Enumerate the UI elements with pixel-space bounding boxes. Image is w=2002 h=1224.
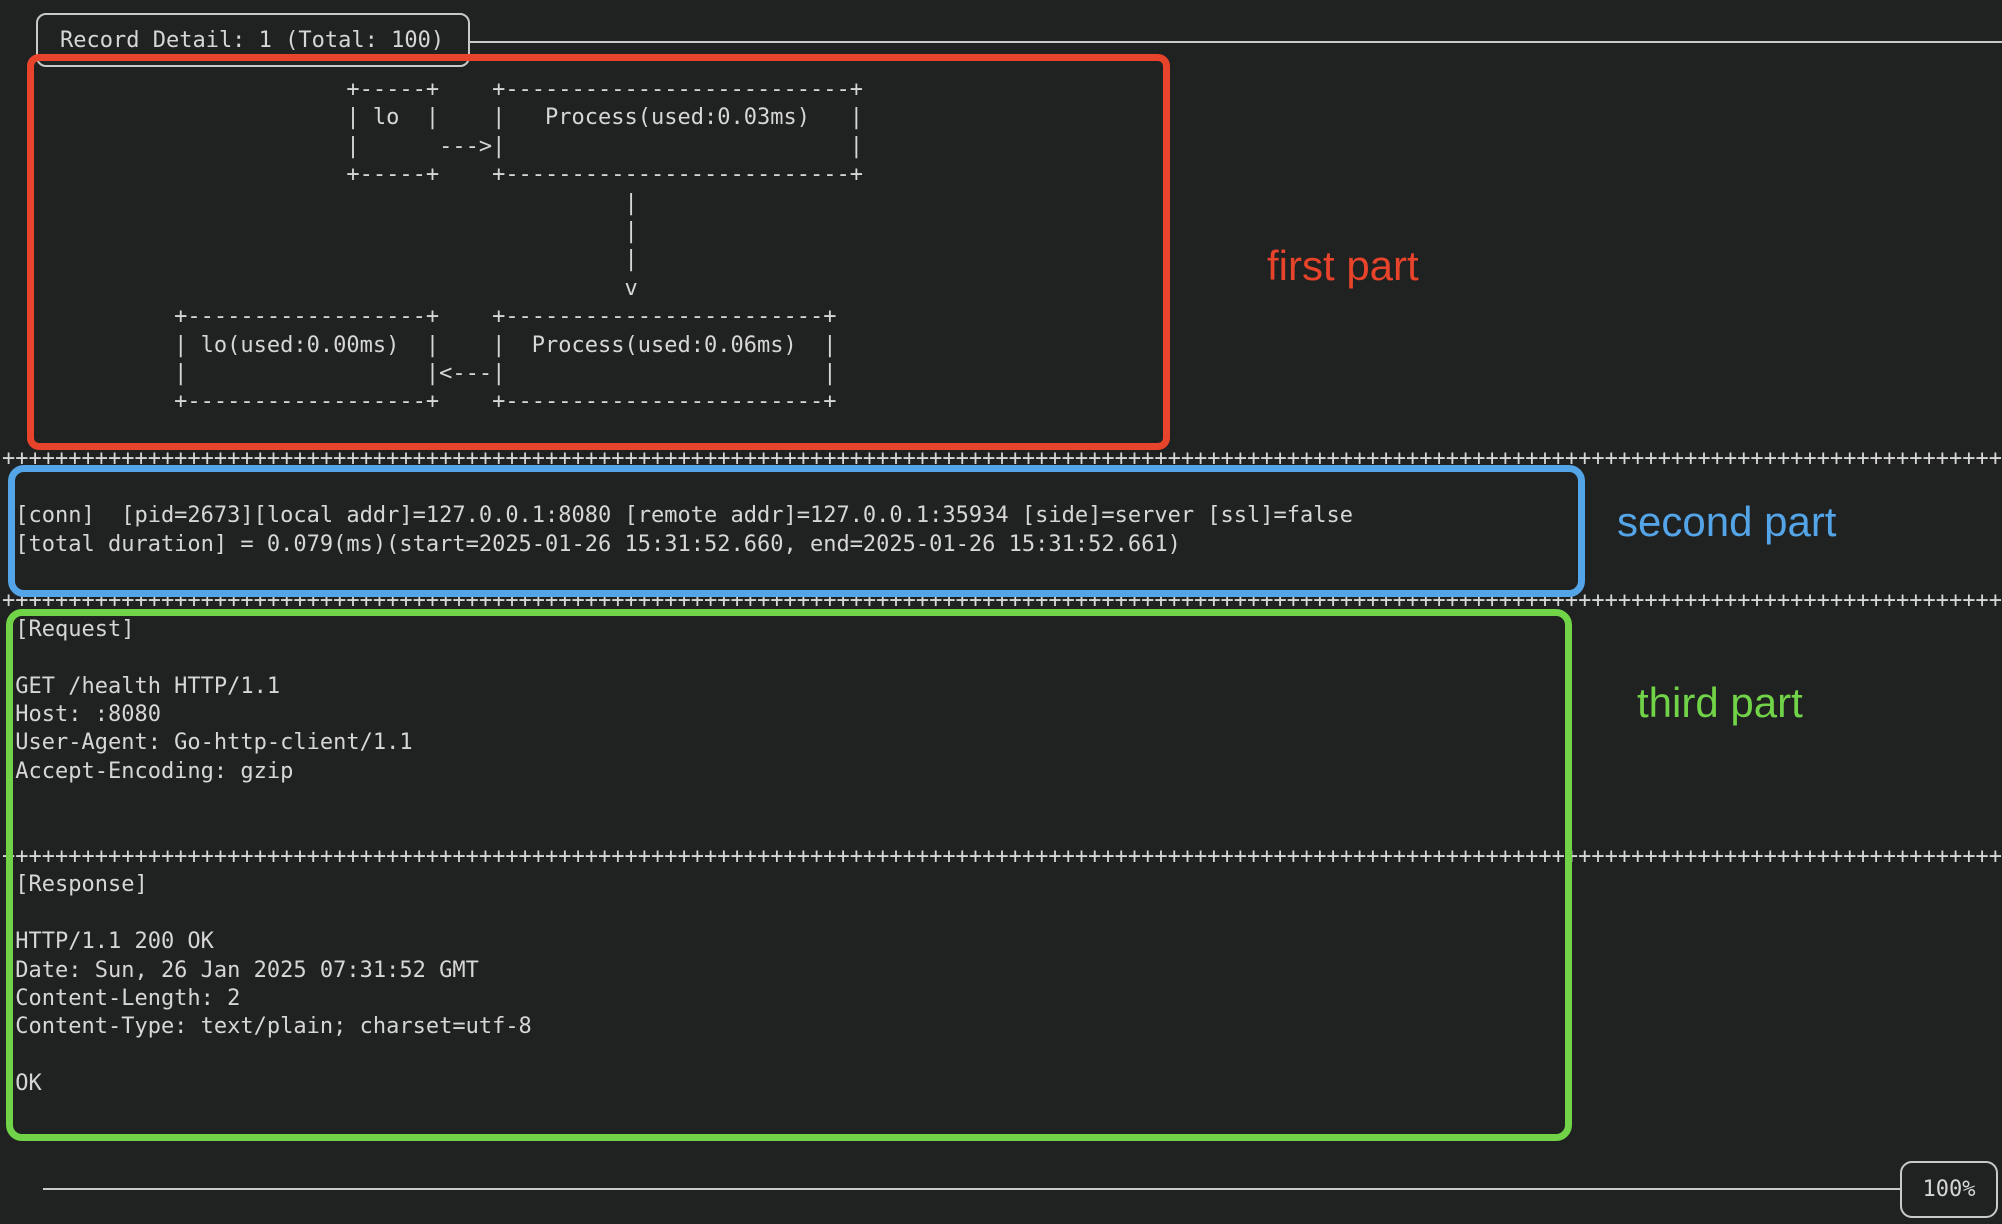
scroll-percent-badge: 100%	[1900, 1161, 1998, 1218]
annotation-label-second-part: second part	[1617, 498, 1837, 545]
panel-top-border	[468, 41, 2002, 43]
scroll-percent-value: 100%	[1922, 1177, 1976, 1202]
annotation-label-third-part: third part	[1637, 679, 1803, 726]
panel-bottom-border	[43, 1188, 1900, 1190]
annotation-box-second-part	[8, 465, 1585, 597]
annotation-box-third-part	[6, 609, 1572, 1141]
annotation-label-first-part: first part	[1267, 242, 1419, 289]
record-detail-title: Record Detail: 1 (Total: 100)	[60, 27, 445, 53]
annotation-box-first-part	[27, 54, 1170, 450]
